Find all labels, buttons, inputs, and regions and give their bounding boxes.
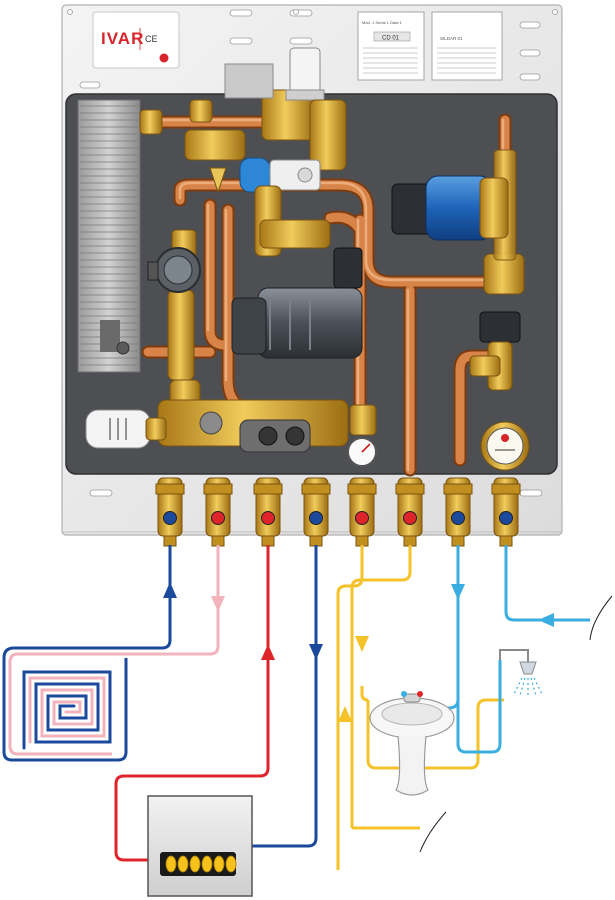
arrow-down-dhw bbox=[355, 636, 369, 652]
arrow-up-floor-flow bbox=[163, 582, 177, 598]
brand-logo-text: IVAR bbox=[101, 29, 144, 48]
pipe-cold-1 bbox=[447, 545, 460, 710]
temperature-gauge bbox=[347, 437, 377, 467]
pipe-dhw-1 bbox=[336, 545, 364, 870]
pipe-radiator-flow bbox=[114, 545, 270, 862]
arrow-down-floor-return bbox=[211, 596, 225, 612]
pipe-dhw-sink bbox=[366, 698, 504, 770]
arrow-down-cold bbox=[451, 584, 465, 600]
wash-basin bbox=[369, 691, 455, 796]
pipe-cold-2 bbox=[456, 660, 502, 754]
mixing-valve-actuator bbox=[209, 157, 321, 194]
pipe-floor-flow bbox=[2, 545, 172, 762]
spec-label-left-title: Mod. 1 Serial 1 Data 1 bbox=[362, 20, 403, 25]
arrow-down-radiator-return bbox=[309, 644, 323, 660]
floor-heating-loop bbox=[22, 670, 112, 750]
ball-valve bbox=[443, 477, 473, 547]
pipe-floor-return bbox=[8, 545, 220, 756]
ball-valve bbox=[395, 477, 425, 547]
plate-heat-exchanger bbox=[77, 99, 141, 373]
ball-valve bbox=[253, 477, 283, 547]
shower-head bbox=[499, 649, 543, 697]
pipe-dhw-shower bbox=[360, 686, 369, 702]
arrow-up-radiator-flow bbox=[261, 644, 275, 660]
spec-label-right: SILDAR 01 bbox=[431, 11, 503, 81]
dhw-pump bbox=[391, 175, 509, 241]
arrow-left-cold-inlet bbox=[538, 613, 554, 627]
thermostatic-head bbox=[85, 409, 167, 449]
ce-mark: CE bbox=[145, 34, 158, 44]
spec-label-left: Mod. 1 Serial 1 Data 1 CD 01 bbox=[357, 11, 425, 81]
brass-manifold bbox=[139, 47, 525, 453]
flow-arrows bbox=[163, 582, 554, 722]
brand-logo: IVAR CE bbox=[92, 11, 180, 69]
pipe-dhw-2 bbox=[350, 545, 412, 828]
ball-valve bbox=[155, 477, 185, 547]
ball-valve bbox=[347, 477, 377, 547]
ball-valve-row bbox=[155, 477, 521, 547]
spec-label-right-title: SILDAR 01 bbox=[440, 36, 463, 41]
inlet-leaders bbox=[419, 595, 613, 853]
radiator-unit bbox=[147, 795, 253, 897]
pipe-radiator-return bbox=[252, 545, 318, 848]
ball-valve bbox=[203, 477, 233, 547]
ball-valve bbox=[491, 477, 521, 547]
secondary-pump bbox=[147, 247, 201, 293]
circulation-pump bbox=[231, 247, 363, 359]
water-meter bbox=[480, 421, 530, 471]
arrow-up-dhw-return bbox=[338, 706, 352, 722]
external-pipes bbox=[2, 545, 590, 870]
pipe-cold-inlet bbox=[504, 545, 590, 622]
ball-valve bbox=[301, 477, 331, 547]
spec-label-left-code: CD 01 bbox=[382, 36, 400, 42]
